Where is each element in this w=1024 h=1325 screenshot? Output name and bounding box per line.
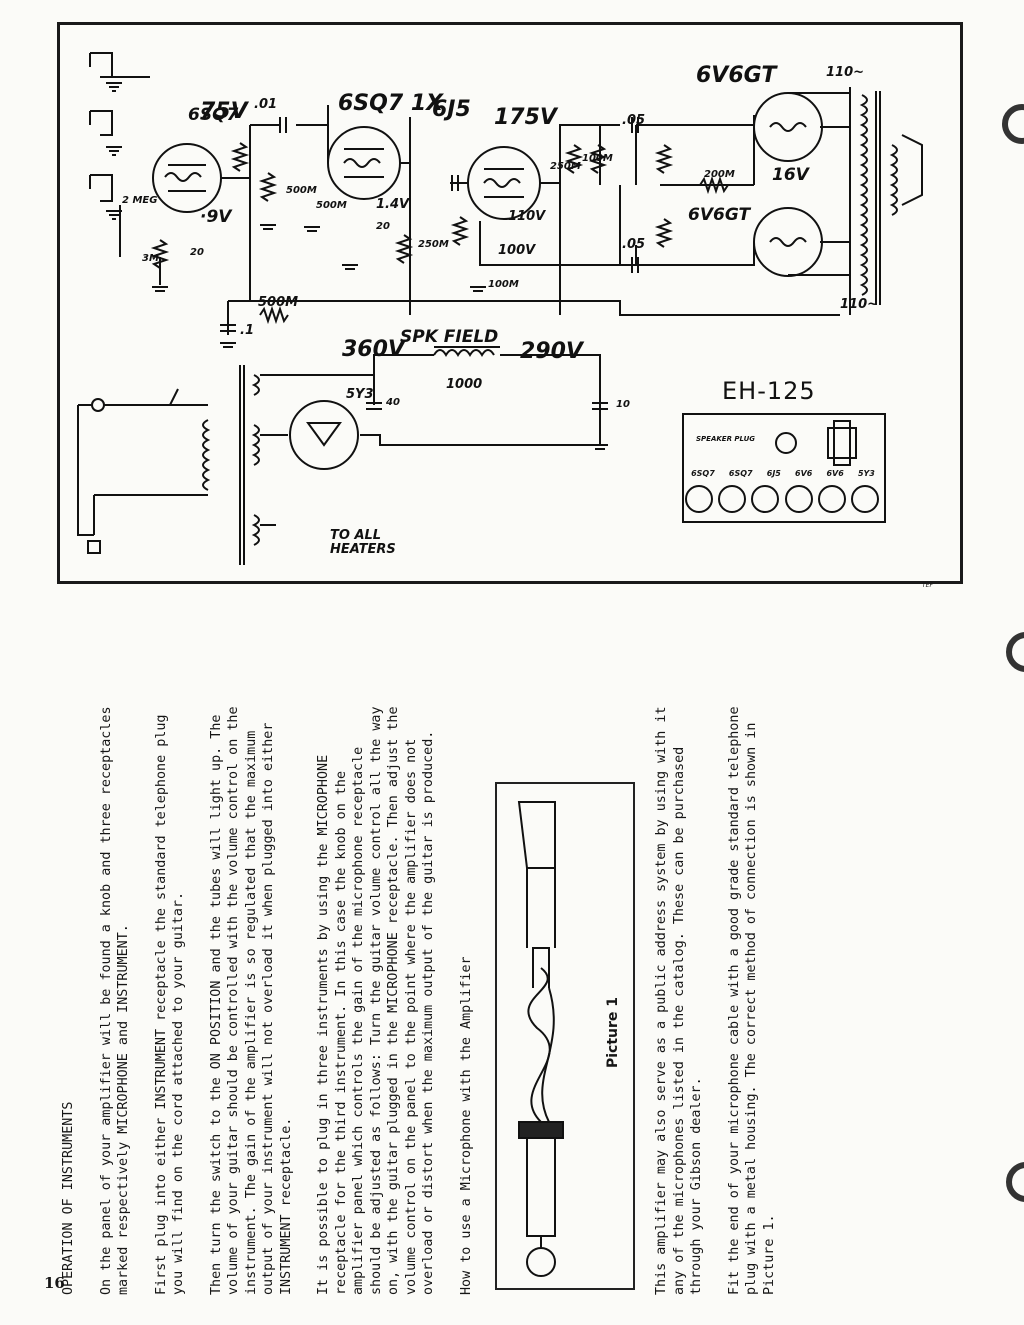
paragraph-2: First plug into either INSTRUMENT recept… [153,714,187,1295]
tube-name: 6V6 [826,469,844,478]
tube-name: 6SQ7 [691,469,715,478]
tube-layout-box [682,413,886,523]
binder-hole-middle [1006,632,1024,672]
label-c-1: .1 [240,323,254,338]
label-500m-b: 500M [316,200,347,211]
binder-hole-bottom [1006,1162,1024,1202]
label-c20-a: 20 [190,247,204,258]
paragraph-1: On the panel of your amplifier will be f… [98,706,132,1295]
picture-1-box: Picture 1 [495,782,635,1290]
telephone-plug-illustration [517,801,564,1277]
label-9v: ·9V [200,207,232,227]
label-290v: 290V [520,339,583,364]
schematic-diagram: 6SQ7 75V .01 6SQ7 1X 6J5 175V 6V6GT 110~… [57,22,963,584]
tube-name: 5Y3 [857,469,875,478]
label-c-05-top: .05 [622,113,646,128]
label-1000-ohm: 1000 [446,377,483,392]
binder-hole-top [1002,104,1024,144]
label-6j5: 6J5 [432,97,471,122]
paragraph-6: Fit the end of your microphone cable wit… [726,706,777,1295]
label-100m-a: 100M [488,279,519,290]
label-100m-b: 100M [582,153,613,164]
tube-socket-row [682,485,882,513]
label-5y3: 5Y3 [346,387,374,402]
label-c20-b: 20 [376,221,390,232]
label-c40: 40 [386,397,400,408]
tube-name: 6SQ7 [728,469,753,478]
label-200m: 200M [704,169,735,180]
tube-socket [751,485,780,513]
label-c10: 10 [616,399,630,410]
tube-socket [817,485,846,513]
paragraph-5: This amplifier may also serve as a publi… [654,706,704,1295]
label-spk-field: SPK FIELD [400,327,499,347]
tube-name: 6J5 [766,469,781,478]
label-500m-c: 500M [258,295,299,310]
label-6sq7-second: 6SQ7 1X [338,91,444,116]
tube-socket [851,485,880,513]
label-2meg: 2 MEG [122,195,158,206]
label-6sq7-first: 6SQ7 [188,105,239,125]
model-number: EH-125 [722,377,816,405]
tube-socket [784,485,813,513]
label-3m: 3M [142,253,159,264]
tube-socket [684,485,713,513]
section-heading: OPERATION OF INSTRUMENTS [61,1101,76,1295]
tube-socket [717,485,746,513]
label-ac-110-bottom: 110~ [840,297,879,312]
schematic-wiring [77,52,923,565]
label-360v: 360V [342,337,405,362]
microphone-subheading: How to use a Microphone with the Amplifi… [458,956,474,1295]
label-c-05-bottom: .05 [622,237,646,252]
corner-mark: TEF [922,582,933,589]
label-500m-a: 500M [286,185,317,196]
paragraph-3: Then turn the switch to the ON POSITION … [208,706,294,1295]
label-16v: 16V [772,165,809,185]
label-110v: 110V [508,209,546,224]
label-75v: 75V [200,99,248,124]
rotated-text-block: OPERATION OF INSTRUMENTS On the panel of… [60,695,940,1295]
tube-name: 6V6 [795,469,813,478]
paragraph-4: It is possible to plug in three instrume… [316,706,436,1295]
label-ac-110-top: 110~ [826,65,865,80]
label-6v6gt-bottom: 6V6GT [688,205,751,225]
label-100v: 100V [498,243,536,258]
label-speaker-plug: SPEAKER PLUG [696,435,756,443]
label-175v: 175V [494,105,557,130]
label-250m-b: 250M [550,161,581,172]
tube-layout-names: 6SQ7 6SQ7 6J5 6V6 6V6 5Y3 [684,469,882,478]
page-number: 16 [44,1274,65,1292]
label-250m-a: 250M [418,239,449,250]
label-to-all-heaters: TO ALL HEATERS [330,528,396,557]
label-1-4v: 1.4V [376,197,410,212]
label-c-01: .01 [254,97,278,112]
instructions-text: OPERATION OF INSTRUMENTS On the panel of… [60,695,798,1295]
label-6v6gt-top: 6V6GT [696,63,777,88]
picture-1-label: Picture 1 [605,996,621,1068]
